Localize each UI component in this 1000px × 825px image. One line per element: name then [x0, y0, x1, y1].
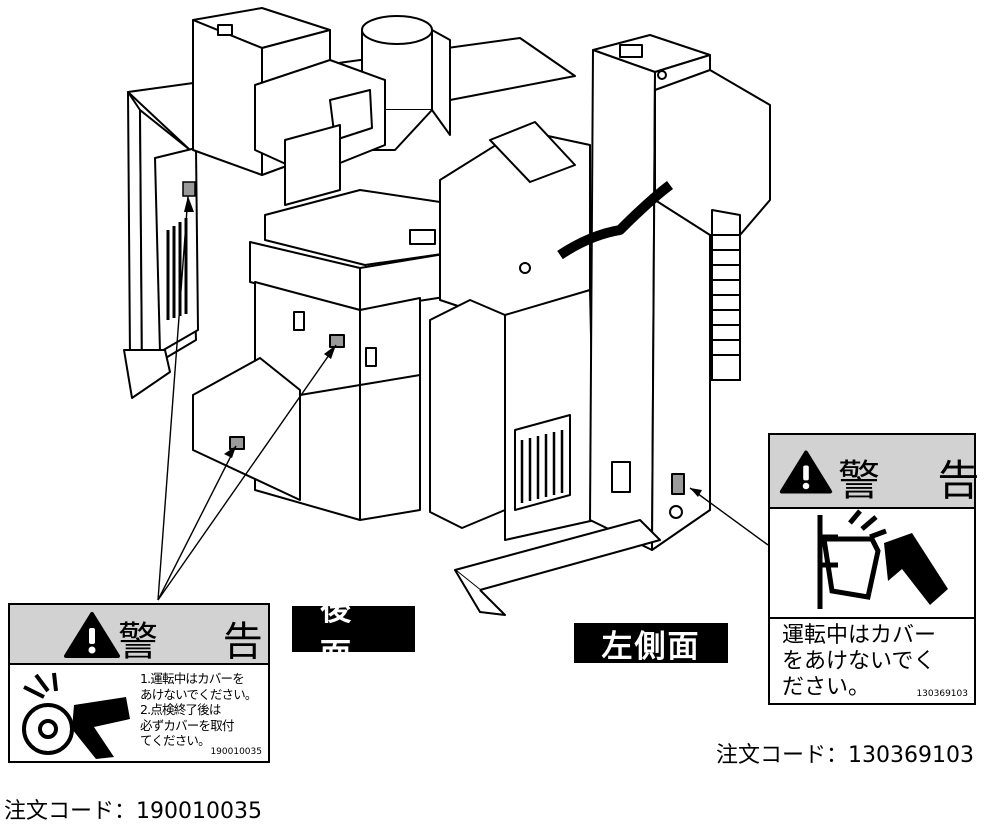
- order-code-right: 注文コード：130369103: [716, 743, 974, 768]
- warning-triangle-icon: [64, 612, 120, 658]
- flex-duct: [557, 181, 674, 260]
- rear-grille-lines: [166, 218, 188, 320]
- side-box: [192, 357, 301, 501]
- sticker-header: 警 告: [770, 435, 979, 509]
- sticker-part-number: 130369103: [916, 689, 968, 699]
- left-side-view-label: 左側面: [574, 623, 728, 665]
- bottom-tray: [454, 519, 661, 591]
- order-code-left: 注文コード：190010035: [4, 799, 262, 824]
- sticker-divider: [770, 617, 974, 619]
- blower-head: [654, 69, 771, 236]
- sticker-part-number: 190010035: [210, 747, 262, 757]
- hand-pinch-icon: [817, 509, 948, 609]
- warning-triangle-icon: [779, 450, 833, 494]
- sticker-warning-title: 警 告: [838, 456, 1000, 505]
- flex-hose: [711, 234, 741, 381]
- sticker-instructions: 運転中はカバー をあけないでく ださい。: [782, 623, 937, 700]
- warning-sticker-rear: 警 告 1.運転中はカバーを あけないでください。 2.点検終了後は 必ずカバー…: [8, 603, 270, 763]
- rear-vent-panel: [154, 147, 199, 353]
- rear-view-label: 後 面: [292, 592, 415, 673]
- roller-entanglement-icon: [22, 672, 130, 759]
- sticker-warning-title: 警 告: [118, 619, 289, 665]
- leader-arrowheads: [184, 196, 702, 497]
- warning-sticker-left-side: 警 告 運転中はカバー をあけないでく ださい。 130369103: [768, 433, 979, 705]
- vertical-box: [429, 299, 506, 529]
- sticker-header: 警 告: [10, 605, 268, 665]
- leader-lines: [157, 195, 769, 601]
- sticker-instructions: 1.運転中はカバーを あけないでください。 2.点検終了後は 必ずカバーを取付 …: [140, 671, 257, 748]
